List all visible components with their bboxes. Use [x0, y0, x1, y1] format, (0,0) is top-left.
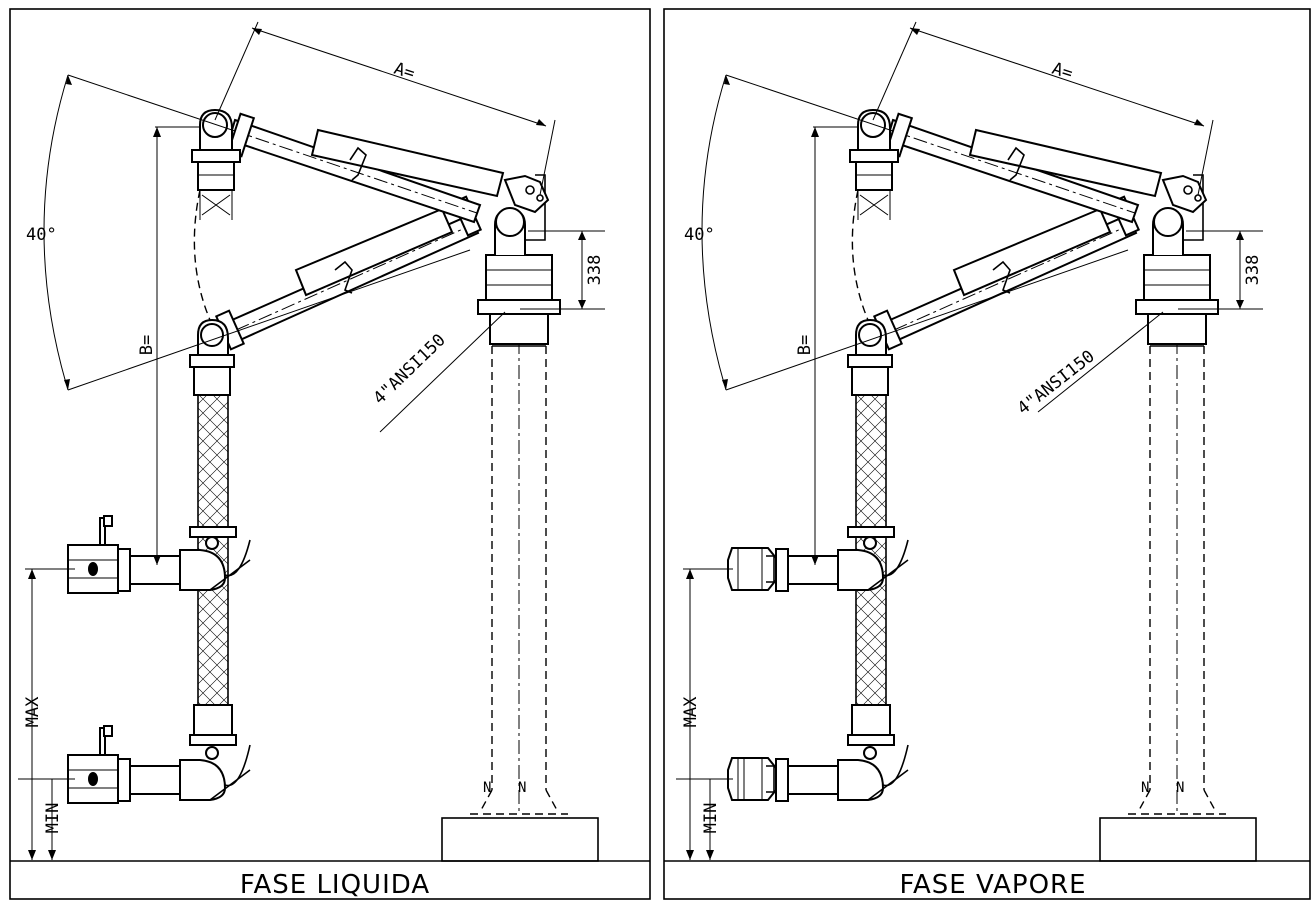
vertical-hose-liquid [189, 318, 237, 746]
dimension-max-min: MAX MIN [676, 568, 733, 860]
frame-border [663, 8, 1311, 900]
dimension-b: B= [795, 126, 858, 565]
riser-column: N N [470, 340, 568, 815]
swing-arc [193, 189, 211, 321]
drawing-panel-vapor: FASE VAPORE N N 338 4"ANSI150 [658, 0, 1316, 901]
riser-swivel [477, 174, 561, 345]
svg-text:N: N [518, 780, 526, 796]
dim-a-label: A= [1049, 59, 1075, 84]
svg-text:N: N [1176, 780, 1184, 796]
svg-text:N: N [1141, 780, 1149, 796]
panel-caption: FASE LIQUIDA [240, 870, 430, 900]
dim-min-label: MIN [701, 803, 721, 834]
dimension-b: B= [137, 126, 200, 565]
svg-text:N: N [483, 780, 491, 796]
loading-arm-drawing-liquid: FASE LIQUIDA N N 338 4"ANSI150 [9, 8, 651, 900]
vertical-hose-vapor [847, 318, 895, 746]
flange-spec-text: 4"ANSI150 [1014, 346, 1099, 418]
dim-a-label: A= [391, 59, 417, 84]
dim-min-label: MIN [43, 803, 63, 834]
upper-swivel [191, 108, 241, 220]
dim-height-label: 338 [1243, 255, 1263, 286]
flange-label: 4"ANSI150 [1014, 311, 1164, 419]
base-block [441, 817, 599, 862]
inner-arm [214, 195, 483, 351]
dim-height-label: 338 [585, 255, 605, 286]
dimension-338: 338 [1178, 230, 1263, 310]
lower-coupler [727, 744, 909, 802]
outer-arm [884, 112, 1208, 224]
riser-column: N N [1128, 340, 1226, 815]
dim-max-label: MAX [23, 696, 43, 727]
dim-angle-label: 40° [26, 225, 57, 245]
dim-max-label: MAX [681, 696, 701, 727]
dim-b-label: B= [137, 335, 157, 355]
swing-arc [851, 189, 869, 321]
flange-spec-text: 4"ANSI150 [370, 330, 450, 408]
base-block [1099, 817, 1257, 862]
drawing-panel-liquid: FASE LIQUIDA N N 338 4"ANSI150 [9, 8, 651, 900]
flange-label: 4"ANSI150 [370, 311, 506, 433]
panel-caption: FASE VAPORE [899, 870, 1086, 900]
angle-40: 40° [684, 74, 1129, 391]
dimension-338: 338 [520, 230, 605, 310]
upper-swivel [849, 108, 899, 220]
dimension-max-min: MAX MIN [18, 568, 75, 860]
outer-arm [226, 112, 550, 224]
angle-40: 40° [26, 74, 471, 391]
loading-arm-drawing-vapor: FASE VAPORE N N 338 4"ANSI150 [663, 8, 1311, 900]
dim-angle-label: 40° [684, 225, 715, 245]
upper-coupler [727, 536, 909, 592]
dim-b-label: B= [795, 335, 815, 355]
frame-border [9, 8, 651, 900]
inner-arm [872, 195, 1141, 351]
riser-swivel [1135, 174, 1219, 345]
lower-coupler [67, 725, 251, 804]
